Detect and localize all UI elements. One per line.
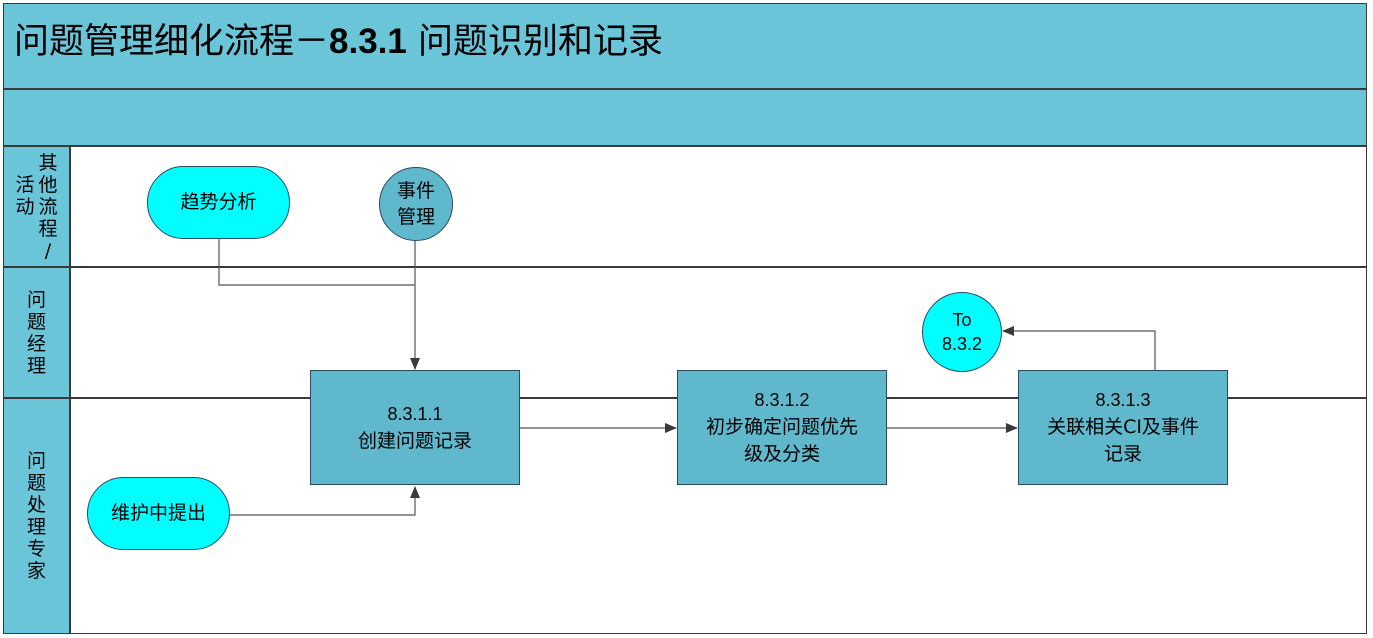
subheader-bar bbox=[3, 89, 1367, 146]
process-3-label-line1: 关联相关CI及事件 bbox=[1047, 416, 1199, 438]
lane-label-problem-expert: 问题处理专家 bbox=[26, 450, 46, 582]
process-create-problem-record: 8.3.1.1 创建问题记录 bbox=[310, 370, 520, 485]
process-1-label: 创建问题记录 bbox=[357, 429, 472, 452]
lane-label-problem-manager: 问题经理 bbox=[26, 288, 46, 377]
title-bar bbox=[3, 3, 1367, 89]
lane-header-other-processes: 其他流程/ 活动 bbox=[3, 146, 70, 267]
incident-label-line1: 事件 bbox=[396, 180, 435, 202]
trend-analysis-node: 趋势分析 bbox=[147, 166, 290, 239]
process-2-label-line1: 初步确定问题优先 bbox=[705, 416, 858, 438]
maintenance-node: 维护中提出 bbox=[87, 477, 230, 550]
connector-maintenance-to-create bbox=[230, 486, 420, 516]
process-associate-ci-incidents: 8.3.1.3 关联相关CI及事件 记录 bbox=[1018, 370, 1228, 485]
maintenance-label: 维护中提出 bbox=[110, 502, 206, 524]
title-number: 8.3.1 bbox=[329, 22, 407, 61]
lane-header-problem-expert: 问题处理专家 bbox=[3, 398, 70, 634]
incident-label-line2: 管理 bbox=[396, 206, 435, 228]
process-2-id: 8.3.1.2 bbox=[754, 390, 810, 410]
lane-header-problem-manager: 问题经理 bbox=[3, 267, 70, 398]
title-prefix: 问题管理细化流程－ bbox=[14, 22, 330, 62]
next-step-label-line2: 8.3.2 bbox=[941, 334, 983, 354]
connector-trend-to-create bbox=[218, 238, 415, 286]
next-step-connector-node: To 8.3.2 bbox=[922, 292, 1002, 372]
process-1-id: 8.3.1.1 bbox=[387, 403, 443, 424]
trend-analysis-label: 趋势分析 bbox=[180, 191, 257, 213]
incident-management-node: 事件 管理 bbox=[379, 167, 453, 241]
lane-label-other-processes: 其他流程/ bbox=[38, 151, 58, 262]
process-3-label-line2: 记录 bbox=[1103, 443, 1142, 465]
title-suffix: 问题识别和记录 bbox=[406, 22, 664, 62]
process-prioritize-classify: 8.3.1.2 初步确定问题优先 级及分类 bbox=[677, 370, 887, 485]
diagram-title: 问题管理细化流程－8.3.1 问题识别和记录 bbox=[14, 20, 663, 64]
process-2-label-line2: 级及分类 bbox=[743, 443, 820, 465]
connector-associate-to-next bbox=[1002, 326, 1156, 370]
lane-label-activities: 活动 bbox=[15, 173, 35, 218]
process-3-id: 8.3.1.3 bbox=[1095, 390, 1151, 410]
next-step-label-line1: To bbox=[952, 310, 972, 330]
